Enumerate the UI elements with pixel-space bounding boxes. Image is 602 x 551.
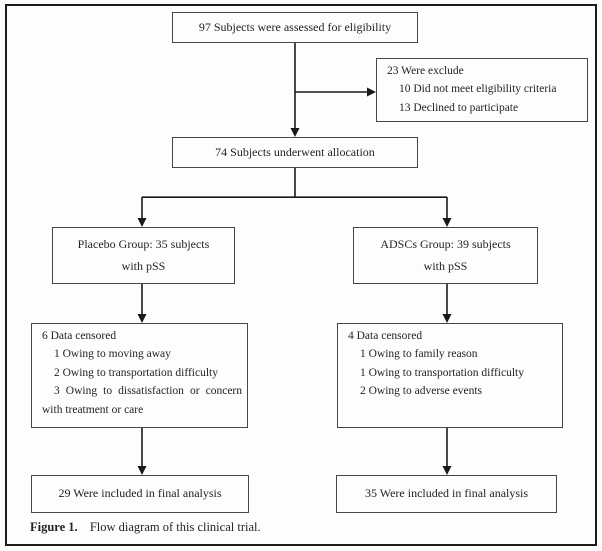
- box-adscs-final: 35 Were included in final analysis: [336, 475, 557, 513]
- box-adscs-group: ADSCs Group: 39 subjects with pSS: [353, 227, 538, 284]
- box-allocation-text: 74 Subjects underwent allocation: [215, 144, 375, 159]
- box-placebo-group-line1: Placebo Group: 35 subjects: [77, 236, 210, 251]
- box-placebo-censored-item: 3 Owing to dissatisfaction or concern wi…: [42, 385, 242, 416]
- box-allocation: 74 Subjects underwent allocation: [172, 137, 418, 168]
- box-placebo-censored-title: 6 Data censored: [42, 330, 117, 342]
- box-adscs-group-line1: ADSCs Group: 39 subjects: [380, 236, 511, 251]
- box-excluded-item: 10 Did not meet eligibility criteria: [399, 83, 557, 96]
- box-placebo-final-text: 29 Were included in final analysis: [58, 486, 222, 501]
- box-adscs-censored-item: 1 Owing to transportation difficulty: [360, 366, 524, 379]
- box-placebo-censored-item: 1 Owing to moving away: [54, 348, 171, 361]
- box-adscs-censored-item: 2 Owing to adverse events: [360, 385, 482, 398]
- box-adscs-group-line2: with pSS: [423, 258, 468, 273]
- box-placebo-group: Placebo Group: 35 subjects with pSS: [52, 227, 235, 284]
- box-placebo-group-line2: with pSS: [121, 258, 166, 273]
- figure-caption-label: Figure 1.: [30, 520, 78, 534]
- box-eligibility: 97 Subjects were assessed for eligibilit…: [172, 12, 418, 43]
- box-adscs-censored: 4 Data censored 1 Owing to family reason…: [337, 323, 563, 428]
- box-adscs-censored-item: 1 Owing to family reason: [360, 348, 478, 361]
- box-excluded: 23 Were exclude 10 Did not meet eligibil…: [376, 58, 588, 122]
- box-excluded-item: 13 Declined to participate: [399, 101, 519, 114]
- box-placebo-final: 29 Were included in final analysis: [31, 475, 249, 513]
- box-eligibility-text: 97 Subjects were assessed for eligibilit…: [198, 19, 392, 34]
- box-placebo-censored-item: 2 Owing to transportation difficulty: [54, 366, 218, 379]
- figure-caption-text: Flow diagram of this clinical trial.: [89, 520, 261, 534]
- box-adscs-final-text: 35 Were included in final analysis: [364, 486, 529, 501]
- figure-caption: Figure 1. Flow diagram of this clinical …: [30, 520, 261, 535]
- box-adscs-censored-title: 4 Data censored: [348, 330, 423, 342]
- box-placebo-censored: 6 Data censored 1 Owing to moving away 2…: [31, 323, 248, 428]
- box-excluded-title: 23 Were exclude: [387, 65, 464, 77]
